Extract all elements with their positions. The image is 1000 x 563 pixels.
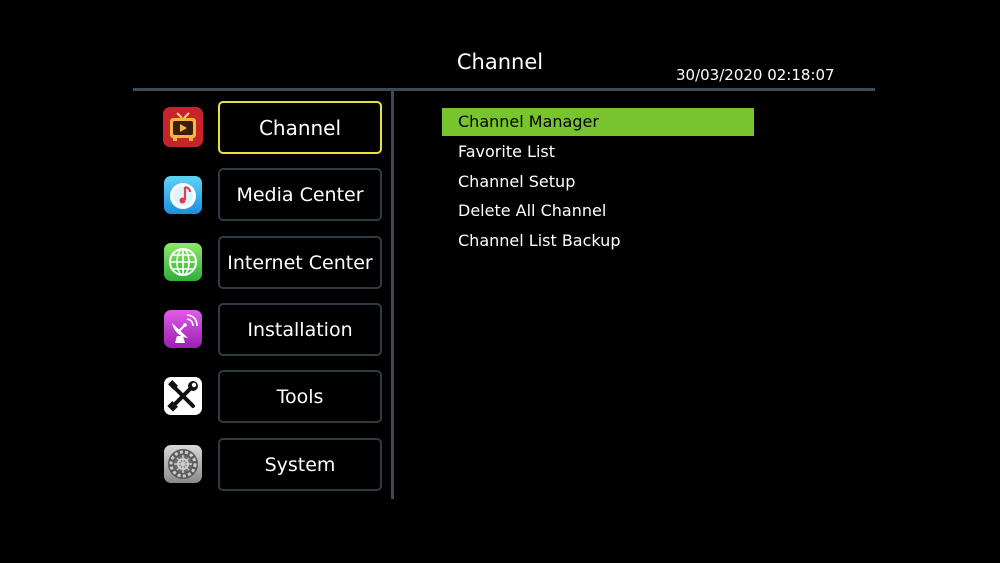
submenu-item-channel-manager[interactable]: Channel Manager — [442, 108, 754, 136]
menu-item-media-center[interactable]: Media Center — [218, 168, 382, 221]
menu-item-tools[interactable]: Tools — [218, 370, 382, 423]
header-divider — [133, 88, 875, 91]
submenu-item-channel-setup[interactable]: Channel Setup — [458, 172, 576, 191]
submenu-item-channel-list-backup[interactable]: Channel List Backup — [458, 231, 621, 250]
column-divider — [391, 91, 394, 499]
menu-item-internet-center[interactable]: Internet Center — [218, 236, 382, 289]
globe-icon — [163, 242, 203, 282]
satellite-dish-icon — [163, 309, 203, 349]
submenu-item-delete-all-channel[interactable]: Delete All Channel — [458, 201, 607, 220]
music-note-icon — [163, 175, 203, 215]
menu-item-installation[interactable]: Installation — [218, 303, 382, 356]
gear-icon — [163, 444, 203, 484]
menu-item-channel[interactable]: Channel — [218, 101, 382, 154]
tv-icon — [163, 107, 203, 147]
menu-item-system[interactable]: System — [218, 438, 382, 491]
clock-datetime: 30/03/2020 02:18:07 — [676, 66, 835, 84]
page-title: Channel — [456, 50, 544, 74]
submenu-item-favorite-list[interactable]: Favorite List — [458, 142, 555, 161]
tools-icon — [163, 376, 203, 416]
